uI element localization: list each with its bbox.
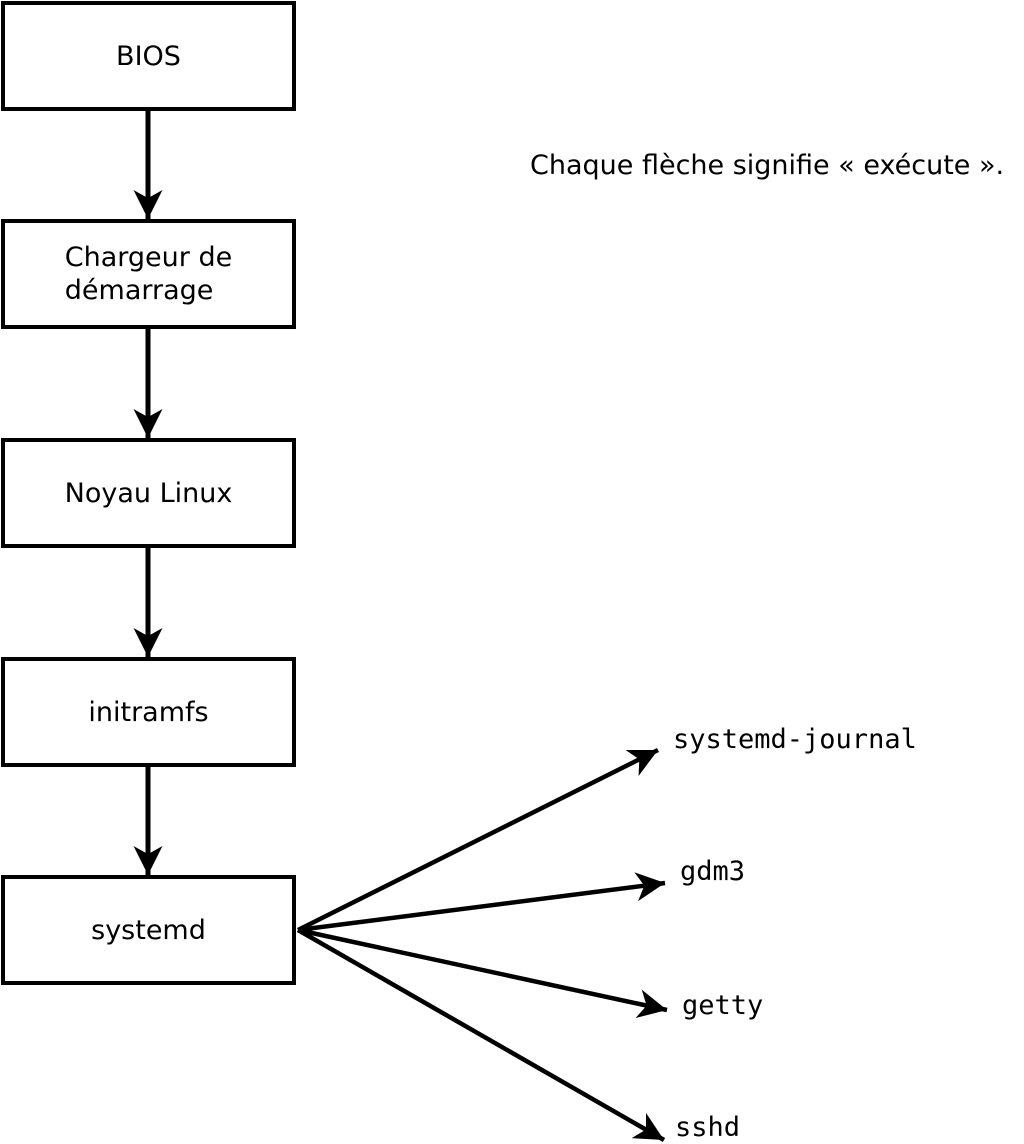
box-bios: BIOS [1,1,296,111]
arrow-systemd-to-gdm3 [297,872,666,933]
service-label-gdm3: gdm3 [680,856,746,887]
service-label-getty: getty [682,990,764,1021]
arrow-systemd-to-sshd [296,928,666,1142]
box-bootloader-label: Chargeur de démarrage [64,242,233,306]
box-bootloader: Chargeur de démarrage [1,219,296,329]
box-systemd-label: systemd [91,914,206,946]
box-initramfs-label: initramfs [88,696,209,728]
box-kernel-label: Noyau Linux [64,477,233,509]
box-bios-label: BIOS [116,40,181,72]
service-label-systemd-journal: systemd-journal [673,724,917,755]
service-label-sshd: sshd [675,1112,741,1143]
box-kernel: Noyau Linux [1,438,296,548]
box-initramfs: initramfs [1,657,296,767]
box-systemd: systemd [1,875,296,985]
arrow-systemd-to-getty [297,927,668,1019]
arrow-meaning-annotation: Chaque flèche signifie « exécute ». [530,150,1005,181]
arrow-systemd-to-systemd-journal [296,747,660,933]
